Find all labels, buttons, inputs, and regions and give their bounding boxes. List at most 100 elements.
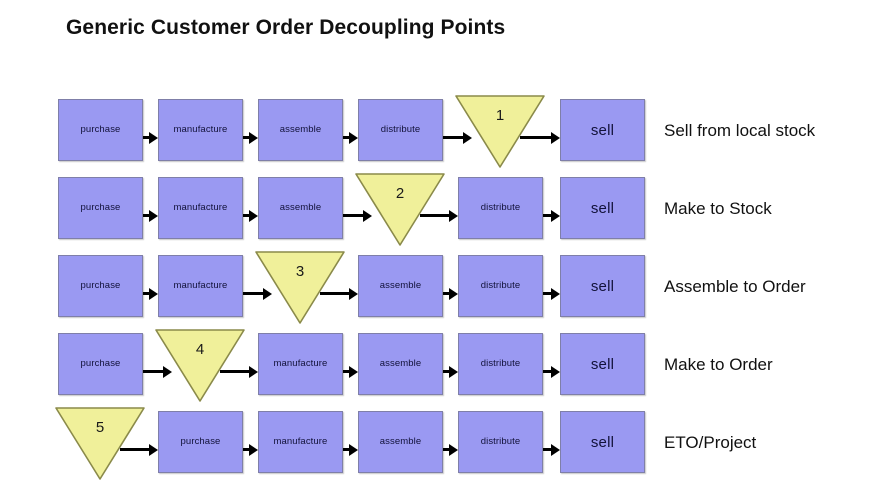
arrow-head-icon: [249, 444, 258, 456]
arrow-head-icon: [163, 366, 172, 378]
flow-arrow: [520, 132, 560, 144]
decoupling-point-triangle-2[interactable]: 2: [354, 171, 446, 247]
flow-arrow: [343, 444, 358, 456]
page-title: Generic Customer Order Decoupling Points: [66, 16, 506, 39]
process-node-sell[interactable]: sell: [560, 411, 645, 473]
process-node-assemble[interactable]: assemble: [258, 177, 343, 239]
process-node-label: manufacture: [173, 280, 228, 292]
process-node-label: distribute: [380, 124, 421, 136]
triangle-icon: [55, 407, 145, 480]
arrow-shaft: [243, 214, 249, 217]
process-node-label: manufacture: [173, 124, 228, 136]
process-node-purchase[interactable]: purchase: [58, 177, 143, 239]
arrow-shaft: [143, 370, 163, 373]
arrow-shaft: [443, 292, 449, 295]
process-node-distribute[interactable]: distribute: [458, 411, 543, 473]
arrow-shaft: [220, 370, 249, 373]
arrow-shaft: [443, 448, 449, 451]
strategy-label-row-1: Sell from local stock: [664, 121, 816, 140]
process-node-label: manufacture: [273, 436, 328, 448]
flow-arrow: [543, 288, 560, 300]
arrow-shaft: [343, 370, 349, 373]
arrow-shaft: [120, 448, 149, 451]
arrow-head-icon: [551, 210, 560, 222]
process-node-sell[interactable]: sell: [560, 99, 645, 161]
process-node-distribute[interactable]: distribute: [358, 99, 443, 161]
decoupling-point-triangle-4[interactable]: 4: [154, 327, 246, 403]
process-node-label: assemble: [379, 280, 422, 292]
decoupling-point-triangle-1[interactable]: 1: [454, 93, 546, 169]
arrow-shaft: [143, 292, 149, 295]
arrow-shaft: [143, 214, 149, 217]
triangle-icon: [455, 95, 545, 168]
process-node-purchase[interactable]: purchase: [58, 255, 143, 317]
process-node-label: assemble: [279, 202, 322, 214]
arrow-head-icon: [463, 132, 472, 144]
process-node-label: purchase: [80, 124, 121, 136]
process-node-assemble[interactable]: assemble: [358, 333, 443, 395]
arrow-head-icon: [551, 444, 560, 456]
process-node-assemble[interactable]: assemble: [358, 411, 443, 473]
process-node-sell[interactable]: sell: [560, 333, 645, 395]
flow-arrow: [243, 444, 258, 456]
arrow-shaft: [143, 136, 149, 139]
process-node-label: sell: [590, 433, 615, 451]
flow-arrow: [143, 288, 158, 300]
process-node-manufacture[interactable]: manufacture: [158, 177, 243, 239]
process-node-distribute[interactable]: distribute: [458, 333, 543, 395]
process-node-label: manufacture: [173, 202, 228, 214]
strategy-label-row-3: Assemble to Order: [664, 277, 806, 296]
process-node-label: assemble: [279, 124, 322, 136]
process-node-assemble[interactable]: assemble: [258, 99, 343, 161]
arrow-head-icon: [449, 444, 458, 456]
arrow-shaft: [543, 292, 551, 295]
process-node-manufacture[interactable]: manufacture: [158, 255, 243, 317]
flow-arrow: [343, 132, 358, 144]
arrow-head-icon: [149, 288, 158, 300]
flow-arrow: [143, 210, 158, 222]
flow-arrow: [443, 288, 458, 300]
triangle-icon: [255, 251, 345, 324]
process-node-label: distribute: [480, 358, 521, 370]
arrow-head-icon: [449, 210, 458, 222]
process-node-manufacture[interactable]: manufacture: [158, 99, 243, 161]
process-node-purchase[interactable]: purchase: [158, 411, 243, 473]
process-node-distribute[interactable]: distribute: [458, 177, 543, 239]
flow-arrow: [143, 366, 172, 378]
flow-arrow: [243, 288, 272, 300]
process-node-label: sell: [590, 199, 615, 217]
arrow-head-icon: [249, 132, 258, 144]
process-node-label: distribute: [480, 436, 521, 448]
flow-arrow: [543, 366, 560, 378]
arrow-shaft: [343, 136, 349, 139]
process-node-sell[interactable]: sell: [560, 255, 645, 317]
process-node-manufacture[interactable]: manufacture: [258, 333, 343, 395]
flow-arrow: [343, 210, 372, 222]
process-node-manufacture[interactable]: manufacture: [258, 411, 343, 473]
strategy-label-row-4: Make to Order: [664, 355, 773, 374]
flow-arrow: [220, 366, 258, 378]
flow-arrow: [543, 210, 560, 222]
process-node-sell[interactable]: sell: [560, 177, 645, 239]
arrow-head-icon: [449, 366, 458, 378]
process-node-label: assemble: [379, 436, 422, 448]
process-node-assemble[interactable]: assemble: [358, 255, 443, 317]
decoupling-point-triangle-3[interactable]: 3: [254, 249, 346, 325]
process-node-label: purchase: [180, 436, 221, 448]
decoupling-point-triangle-5[interactable]: 5: [54, 405, 146, 481]
process-node-label: sell: [590, 355, 615, 373]
arrow-head-icon: [149, 444, 158, 456]
arrow-shaft: [543, 448, 551, 451]
flow-arrow: [420, 210, 458, 222]
process-node-distribute[interactable]: distribute: [458, 255, 543, 317]
arrow-head-icon: [349, 444, 358, 456]
arrow-shaft: [243, 136, 249, 139]
flow-arrow: [443, 444, 458, 456]
flow-arrow: [443, 132, 472, 144]
triangle-icon: [355, 173, 445, 246]
strategy-label-row-5: ETO/Project: [664, 433, 757, 452]
arrow-shaft: [543, 370, 551, 373]
triangle-icon: [155, 329, 245, 402]
process-node-purchase[interactable]: purchase: [58, 333, 143, 395]
process-node-purchase[interactable]: purchase: [58, 99, 143, 161]
